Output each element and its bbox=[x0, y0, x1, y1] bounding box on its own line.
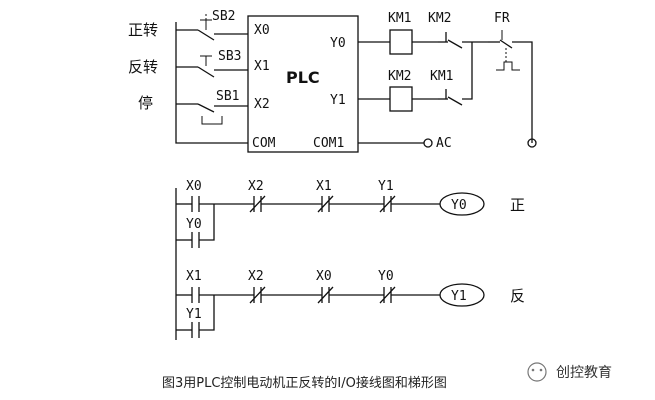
sb3-label: SB3 bbox=[218, 49, 241, 64]
plc-box bbox=[247, 15, 359, 153]
y1-terminal: Y1 bbox=[330, 93, 346, 108]
y1-output-coil bbox=[439, 283, 485, 307]
ladder-diagram: X0 X2 X1 Y1 Y0 正 Y0 bbox=[175, 179, 525, 340]
sb1-label: SB1 bbox=[216, 89, 239, 104]
rung2-contact-4: Y0 bbox=[378, 269, 394, 284]
km2-contact-label: KM2 bbox=[428, 11, 451, 26]
forward-label: 正转 bbox=[128, 21, 158, 39]
rung2-contact-2: X2 bbox=[248, 269, 264, 284]
rung2-parallel: Y1 bbox=[186, 307, 202, 322]
rung1-contact-2: X2 bbox=[248, 179, 264, 194]
x0-no-contact bbox=[191, 196, 200, 212]
com1-terminal: COM1 bbox=[313, 136, 344, 151]
sb2-label: SB2 bbox=[212, 9, 235, 24]
wechat-icon bbox=[527, 362, 547, 382]
km1-contact-label: KM1 bbox=[430, 69, 453, 84]
km1-nc-contact: KM1 bbox=[430, 42, 473, 106]
x1-no-contact bbox=[191, 287, 200, 303]
x1-terminal: X1 bbox=[254, 59, 270, 74]
ladder-rung-1: X0 X2 X1 Y1 Y0 正 Y0 bbox=[176, 179, 525, 248]
left-common-wire bbox=[175, 22, 248, 144]
y1-seal-in-contact bbox=[191, 322, 200, 338]
rung1-parallel: Y0 bbox=[186, 217, 202, 232]
y0-terminal: Y0 bbox=[330, 36, 346, 51]
stop-label: 停 bbox=[138, 94, 153, 112]
sb1-pushbutton: SB1 bbox=[176, 89, 248, 125]
sb3-pushbutton: SB3 bbox=[176, 49, 248, 78]
watermark: 创控教育 bbox=[527, 362, 612, 382]
fr-contact: FR bbox=[488, 11, 533, 143]
km2-coil bbox=[389, 86, 413, 112]
reverse-label: 反转 bbox=[128, 58, 158, 76]
sb2-pushbutton: SB2 bbox=[176, 9, 248, 41]
right-terminal bbox=[527, 138, 537, 148]
com-terminal: COM bbox=[252, 136, 276, 151]
y0-seal-in-contact bbox=[191, 232, 200, 248]
wiring-diagram: 正转 反转 停 SB2 SB3 SB1 bbox=[128, 9, 537, 153]
rung2-coil-label: Y1 bbox=[451, 289, 467, 304]
rung1-note: 正 bbox=[510, 196, 525, 214]
fr-label: FR bbox=[494, 11, 510, 26]
rung2-contact-1: X1 bbox=[186, 269, 202, 284]
ac-label: AC bbox=[436, 136, 452, 151]
ac-terminal bbox=[423, 138, 433, 148]
km1-coil-label: KM1 bbox=[388, 11, 411, 26]
watermark-text: 创控教育 bbox=[556, 365, 612, 381]
y0-output-coil bbox=[439, 192, 485, 216]
rung1-contact-4: Y1 bbox=[378, 179, 394, 194]
rung1-coil-label: Y0 bbox=[451, 198, 467, 213]
km2-coil-label: KM2 bbox=[388, 69, 411, 84]
ladder-rung-2: X1 X2 X0 Y0 Y1 反 Y1 bbox=[176, 269, 525, 338]
rung2-note: 反 bbox=[510, 287, 525, 305]
x2-terminal: X2 bbox=[254, 97, 270, 112]
rung1-contact-1: X0 bbox=[186, 179, 202, 194]
rung2-contact-3: X0 bbox=[316, 269, 332, 284]
km1-coil bbox=[389, 29, 413, 55]
rung1-contact-3: X1 bbox=[316, 179, 332, 194]
km2-nc-contact: KM2 bbox=[428, 11, 488, 49]
x0-terminal: X0 bbox=[254, 23, 270, 38]
plc-title: PLC bbox=[286, 68, 320, 87]
figure-caption: 图3用PLC控制电动机正反转的I/O接线图和梯形图 bbox=[162, 375, 447, 391]
